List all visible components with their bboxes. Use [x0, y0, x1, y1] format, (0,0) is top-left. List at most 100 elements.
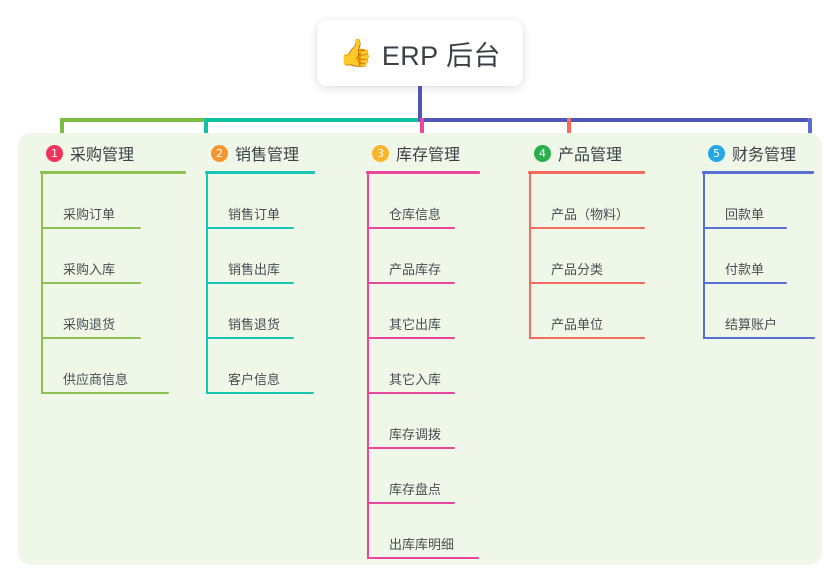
menu-item-label: 供应商信息	[63, 372, 129, 387]
menu-item[interactable]: 产品单位	[528, 284, 645, 339]
menu-item-label: 采购入库	[63, 262, 116, 277]
column-number-badge: 3	[372, 144, 389, 162]
menu-item-label: 销售出库	[228, 262, 281, 277]
menu-item-underline	[206, 337, 294, 339]
menu-item-underline	[367, 392, 455, 394]
menu-item-label: 采购订单	[63, 207, 116, 222]
trunk-connector	[418, 86, 422, 120]
menu-item[interactable]: 销售订单	[205, 174, 313, 229]
menu-item[interactable]: 回款单	[702, 174, 814, 229]
thumbs-up-icon: 👍	[339, 37, 373, 68]
menu-item[interactable]: 库存盘点	[366, 449, 478, 504]
menu-item[interactable]: 库存调拨	[366, 394, 478, 449]
column-title: 采购管理	[70, 147, 135, 164]
root-title-card[interactable]: 👍 ERP 后台	[317, 20, 523, 86]
menu-item-underline	[206, 282, 294, 284]
menu-item-underline	[367, 447, 455, 449]
menu-item-underline	[367, 557, 479, 559]
column-header[interactable]: 2 销售管理	[205, 133, 299, 173]
menu-item[interactable]: 采购入库	[40, 229, 168, 284]
menu-item-underline	[529, 227, 645, 229]
column-stem	[41, 174, 43, 394]
bus-segment-3	[418, 118, 808, 122]
column-header[interactable]: 4 产品管理	[528, 133, 622, 173]
menu-item-label: 产品单位	[551, 317, 604, 332]
menu-item-label: 其它出库	[389, 317, 442, 332]
menu-item-underline	[367, 282, 455, 284]
menu-item-label: 其它入库	[389, 372, 442, 387]
menu-item[interactable]: 产品分类	[528, 229, 645, 284]
column-number-badge: 2	[211, 144, 228, 162]
bus-segment-1	[60, 118, 204, 122]
menu-item-label: 库存盘点	[389, 482, 442, 497]
column-number-badge: 5	[708, 144, 725, 162]
menu-item-label: 产品（物料）	[551, 207, 630, 222]
column-number-badge: 1	[46, 144, 63, 162]
menu-item-underline	[703, 227, 787, 229]
menu-item-label: 采购退货	[63, 317, 116, 332]
menu-item-label: 付款单	[725, 262, 765, 277]
column-underline	[366, 171, 480, 174]
menu-item-underline	[367, 337, 455, 339]
menu-item-label: 出库库明细	[389, 537, 455, 552]
column-header[interactable]: 3 库存管理	[366, 133, 460, 173]
menu-item[interactable]: 采购退货	[40, 284, 168, 339]
menu-item[interactable]: 仓库信息	[366, 174, 478, 229]
menu-item[interactable]: 付款单	[702, 229, 814, 284]
menu-item-underline	[41, 392, 169, 394]
column-number-badge: 4	[534, 144, 551, 162]
column-title: 产品管理	[558, 147, 623, 164]
column-title: 财务管理	[732, 147, 797, 164]
menu-item-label: 结算账户	[725, 317, 778, 332]
page-title: ERP 后台	[381, 40, 501, 71]
column-header[interactable]: 1 采购管理	[40, 133, 134, 173]
menu-item-underline	[206, 227, 294, 229]
menu-item-underline	[529, 337, 645, 339]
menu-item-label: 销售退货	[228, 317, 281, 332]
menu-item[interactable]: 客户信息	[205, 339, 314, 394]
column-stem	[529, 174, 531, 339]
menu-item-underline	[206, 392, 314, 394]
menu-item-underline	[41, 227, 141, 229]
menu-item-label: 客户信息	[228, 372, 281, 387]
column-underline	[40, 171, 186, 174]
column-title: 库存管理	[396, 147, 461, 164]
menu-item-underline	[367, 227, 455, 229]
menu-item[interactable]: 其它入库	[366, 339, 478, 394]
menu-item[interactable]: 产品（物料）	[528, 174, 645, 229]
column-3: 3 库存管理仓库信息产品库存其它出库其它入库库存调拨库存盘点出库库明细	[366, 133, 480, 559]
column-header[interactable]: 5 财务管理	[702, 133, 796, 173]
menu-item-label: 仓库信息	[389, 207, 442, 222]
menu-item-label: 回款单	[725, 207, 765, 222]
menu-item-label: 产品库存	[389, 262, 442, 277]
column-stem	[367, 174, 369, 559]
diagram-panel	[18, 133, 822, 565]
column-4: 4 产品管理产品（物料） 产品分类产品单位	[528, 133, 645, 339]
menu-item[interactable]: 销售出库	[205, 229, 313, 284]
menu-item-underline	[529, 282, 645, 284]
menu-item[interactable]: 出库库明细	[366, 504, 479, 559]
menu-item-label: 产品分类	[551, 262, 604, 277]
menu-item[interactable]: 结算账户	[702, 284, 815, 339]
column-stem	[206, 174, 208, 394]
column-stem	[703, 174, 705, 339]
menu-item-underline	[703, 337, 815, 339]
menu-item-underline	[41, 337, 141, 339]
menu-item[interactable]: 供应商信息	[40, 339, 169, 394]
column-underline	[205, 171, 315, 174]
column-2: 2 销售管理销售订单销售出库销售退货客户信息	[205, 133, 315, 394]
bus-segment-2	[204, 118, 418, 122]
column-underline	[528, 171, 645, 174]
column-underline	[702, 171, 814, 174]
menu-item-label: 销售订单	[228, 207, 281, 222]
menu-item[interactable]: 销售退货	[205, 284, 313, 339]
menu-item-underline	[367, 502, 455, 504]
menu-item[interactable]: 采购订单	[40, 174, 168, 229]
menu-item[interactable]: 产品库存	[366, 229, 478, 284]
menu-item[interactable]: 其它出库	[366, 284, 478, 339]
menu-item-label: 库存调拨	[389, 427, 442, 442]
column-title: 销售管理	[235, 147, 300, 164]
column-1: 1 采购管理采购订单采购入库采购退货供应商信息	[40, 133, 186, 394]
menu-item-underline	[703, 282, 787, 284]
column-5: 5 财务管理回款单付款单结算账户	[702, 133, 815, 339]
